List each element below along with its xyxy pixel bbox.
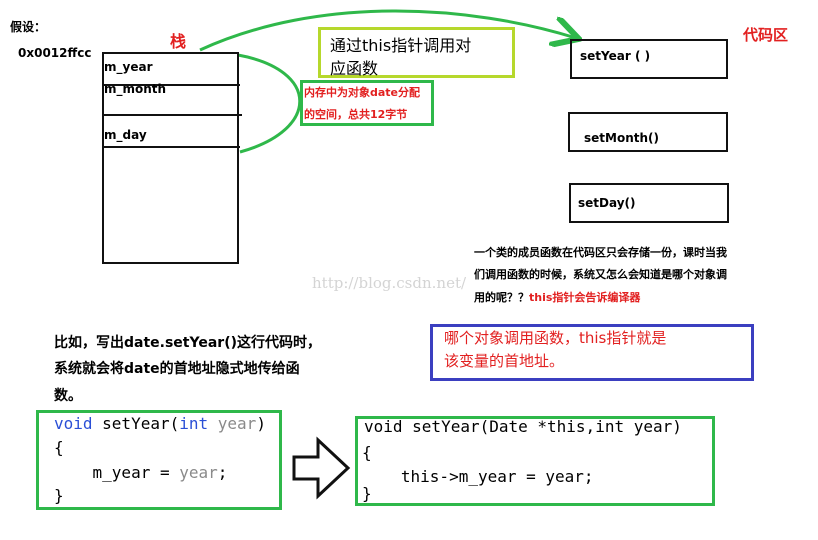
code-after-line1: void setYear(Date *this,int year)	[364, 417, 682, 436]
this-answer-line1: 哪个对象调用函数，this指针就是	[444, 329, 667, 347]
code-param: year	[208, 414, 257, 433]
memory-brace-curve	[237, 53, 302, 154]
code-before-line1: void setYear(int year)	[54, 412, 266, 436]
explanation-line3-prefix: 用的呢？？	[474, 291, 529, 304]
this-call-note-line1: 通过this指针调用对	[330, 36, 472, 55]
example-line3: 数。	[54, 388, 82, 404]
stack-title: 栈	[170, 32, 187, 51]
example-line2: 系统就会将date的首地址隐式地传给函	[54, 361, 300, 377]
memory-note-box	[300, 80, 434, 126]
set-day-label: setDay()	[578, 196, 636, 210]
code-kw-void: void	[54, 414, 93, 433]
set-month-box	[568, 112, 728, 152]
code-body-lhs: m_year =	[54, 463, 180, 482]
code-after-box	[355, 416, 715, 506]
explanation-line3-highlight: this指针会告诉编译器	[529, 291, 641, 304]
this-call-note-box	[318, 27, 515, 78]
example-line1: 比如，写出date.setYear()这行代码时，	[54, 335, 321, 351]
set-year-label: setYear ( )	[580, 49, 651, 63]
memory-note-line1: 内存中为对象date分配	[304, 86, 421, 99]
explanation-line1: 一个类的成员函数在代码区只会存储一份，课时当我	[474, 246, 727, 259]
stack-divider-2	[102, 114, 242, 116]
assume-label: 假设：	[10, 20, 47, 34]
field-m-year: m_year	[104, 60, 153, 74]
this-call-note-line2: 应函数	[330, 59, 379, 78]
code-after-line3: this->m_year = year;	[372, 467, 594, 486]
code-after-line4: }	[362, 484, 372, 503]
code-after-line2: {	[362, 443, 372, 462]
code-kw-int: int	[179, 414, 209, 433]
address-label: 0x0012ffcc	[18, 46, 92, 60]
set-year-box	[570, 39, 728, 79]
stack-memory-block	[102, 52, 239, 264]
field-m-month: m_month	[104, 82, 167, 96]
code-before-line3: m_year = year;	[54, 461, 228, 485]
this-answer-line2: 该变量的首地址。	[444, 352, 565, 370]
code-close-paren: )	[256, 414, 266, 433]
memory-note-line2: 的空间，总共12字节	[304, 108, 408, 121]
stack-divider-3	[102, 146, 240, 148]
stack-to-code-arrow	[199, 9, 576, 52]
stack-divider-1	[102, 84, 240, 86]
field-m-day: m_day	[104, 128, 147, 142]
code-fn-name: setYear(	[92, 414, 180, 433]
code-area-title: 代码区	[743, 26, 789, 44]
code-body-end: ;	[217, 463, 228, 482]
watermark: http://blog.csdn.net/	[312, 274, 467, 292]
explanation-line2: 们调用函数的时候，系统又怎么会知道是哪个对象调	[474, 268, 727, 281]
set-month-label: setMonth()	[584, 131, 659, 145]
set-day-box	[569, 183, 729, 223]
code-body-rhs: year	[179, 463, 218, 482]
code-before-box	[36, 410, 282, 510]
big-right-arrow	[292, 436, 351, 500]
code-before-line4: }	[54, 486, 64, 505]
code-before-line2: {	[54, 438, 64, 457]
this-answer-box	[430, 324, 754, 381]
explanation-line3: 用的呢？？this指针会告诉编译器	[474, 289, 640, 305]
